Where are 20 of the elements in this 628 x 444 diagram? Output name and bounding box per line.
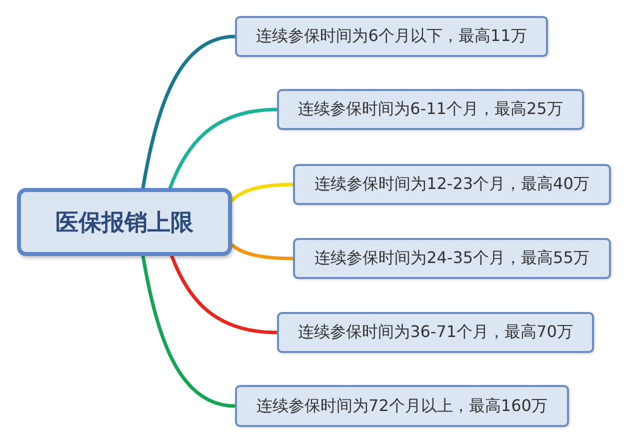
subtopic-label: 连续参保时间为36-71个月，最高70万 — [298, 322, 573, 343]
subtopic-box — [293, 164, 611, 205]
branch-connector — [141, 34, 237, 190]
subtopic-label: 连续参保时间为6-11个月，最高25万 — [298, 99, 563, 120]
branch-connector — [141, 254, 237, 408]
branch-connector — [170, 254, 279, 334]
subtopic-box — [293, 238, 611, 279]
subtopic-box — [277, 312, 594, 353]
central-topic-box — [17, 188, 232, 256]
subtopic-box — [235, 16, 548, 57]
subtopic-box — [277, 89, 584, 130]
branch-connector — [168, 108, 279, 190]
subtopic-label: 连续参保时间为72个月以上，最高160万 — [256, 396, 548, 416]
subtopic-label: 连续参保时间为12-23个月，最高40万 — [314, 174, 590, 195]
subtopic-label: 连续参保时间为6个月以下，最高11万 — [256, 26, 527, 47]
central-topic-label: 医保报销上限 — [56, 208, 194, 238]
branch-connector — [230, 182, 295, 202]
subtopic-box — [235, 385, 569, 427]
branch-connector — [230, 243, 295, 260]
subtopic-label: 连续参保时间为24-35个月，最高55万 — [314, 248, 590, 269]
